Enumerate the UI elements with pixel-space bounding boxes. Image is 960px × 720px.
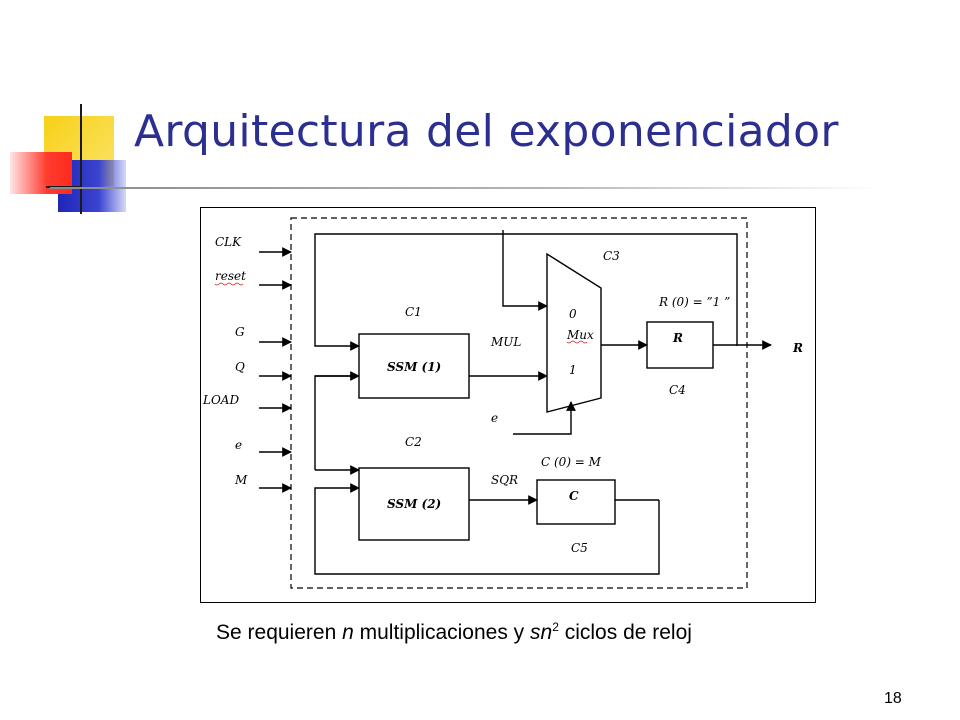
caption-part3: ciclos de reloj [558, 621, 692, 644]
input-arrows [259, 247, 292, 493]
caption-part2: multiplicaciones y [353, 621, 531, 644]
title-underline [50, 187, 880, 189]
c1-label: C1 [405, 305, 422, 319]
caption-sn: sn [530, 621, 553, 644]
slide-caption: Se requieren n multiplicaciones y sn2 ci… [216, 620, 836, 645]
input-label-g: G [235, 325, 245, 339]
output-label: R [792, 341, 803, 355]
input-label-m: M [234, 473, 248, 487]
caption-n: n [342, 621, 354, 644]
input-label-e: e [235, 438, 242, 452]
mux [546, 252, 602, 413]
caption-exponent: 2 [552, 620, 559, 634]
c2-label: C2 [405, 435, 422, 449]
mux-label: Mux [566, 328, 594, 342]
input-label-clk: CLK [215, 235, 242, 249]
caption-part1: Se requieren [216, 621, 343, 644]
input-label-reset: reset [215, 269, 246, 283]
c-initial-value: C (0) = M [541, 455, 602, 469]
input-label-q: Q [235, 360, 245, 374]
spellcheck-squiggle [214, 282, 244, 286]
decor-vertical-line [80, 104, 82, 214]
architecture-diagram: CLK reset G Q LOAD e M SSM (1) C1 SSM (2… [200, 207, 816, 603]
input-label-load: LOAD [202, 393, 239, 407]
slide-title: Arquitectura del exponenciador [134, 106, 839, 157]
c4-label: C4 [669, 383, 686, 397]
c3-label: C3 [603, 249, 620, 263]
ssm1-block [358, 333, 470, 399]
slide-number: 18 [884, 690, 902, 707]
c-register-label: C [569, 489, 579, 503]
r-register [646, 321, 714, 369]
ssm2-block [358, 467, 470, 541]
ssm2-label: SSM (2) [387, 497, 441, 511]
mux-input-1-label: 1 [569, 363, 577, 377]
mul-signal-label: MUL [490, 335, 521, 349]
mux-input-0-label: 0 [569, 307, 577, 321]
diagram-svg: CLK reset G Q LOAD e M SSM (1) C1 SSM (2… [202, 217, 803, 589]
ssm1-label: SSM (1) [387, 360, 441, 374]
sqr-signal-label: SQR [491, 473, 518, 487]
wires [314, 230, 772, 575]
c-register [536, 479, 616, 525]
mux-spellcheck-squiggle [566, 340, 588, 344]
system-boundary [290, 217, 748, 589]
r-register-label: R [672, 331, 683, 345]
c5-label: C5 [571, 541, 588, 555]
r-initial-value: R (0) = ”1 ” [658, 295, 730, 309]
select-signal-label: e [491, 411, 498, 425]
